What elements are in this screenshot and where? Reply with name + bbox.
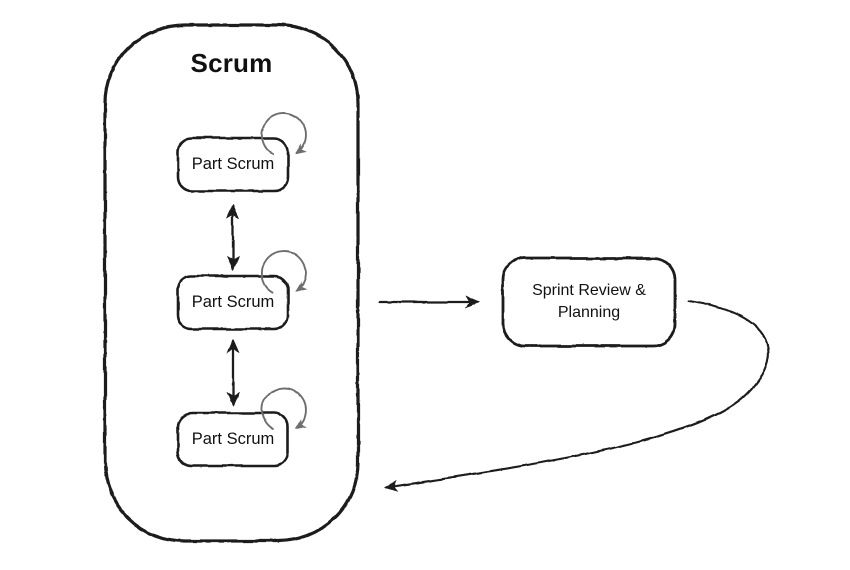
scrum-container-border (103, 23, 360, 543)
self-loop-arrow-icon (260, 387, 307, 431)
part-scrum-box (176, 136, 290, 193)
part-scrum-box (176, 274, 290, 331)
review-to-scrum-return-arrow (383, 299, 770, 492)
part-scrum-box (176, 411, 290, 468)
sprint-review-box (501, 256, 677, 348)
self-loop-arrow-icon (260, 112, 307, 156)
self-loop-arrow-icon (260, 250, 307, 294)
